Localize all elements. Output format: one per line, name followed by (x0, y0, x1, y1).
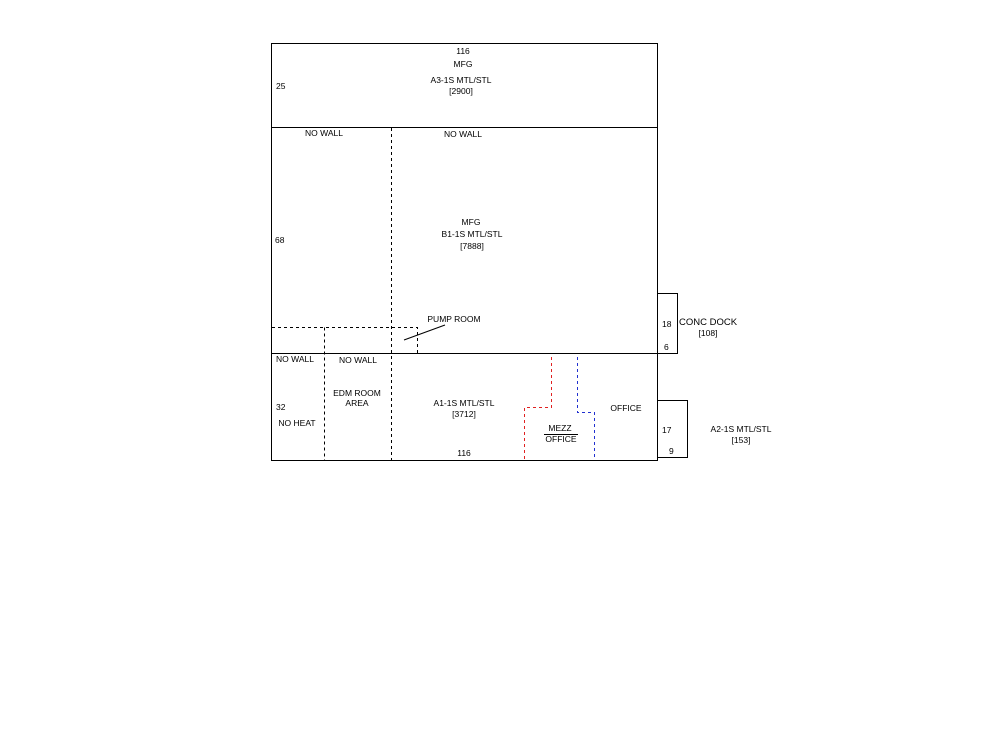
a3-height-label: 25 (276, 81, 286, 91)
a2-width-label: 9 (669, 446, 674, 456)
a3-area-label: [2900] (449, 86, 473, 96)
mezz-boundary-red (524, 357, 552, 460)
a1-no-wall-left: NO WALL (276, 354, 314, 364)
a1-no-wall-edm: NO WALL (339, 355, 377, 365)
a3-width-label: 116 (456, 46, 470, 56)
a1-area-label: [3712] (452, 409, 476, 419)
dock-area-label: [108] (699, 328, 718, 338)
a1-height-label: 32 (276, 402, 286, 412)
pump-room-leader (403, 324, 446, 341)
no-heat-label: NO HEAT (278, 418, 315, 428)
b1-no-wall-left: NO WALL (305, 128, 343, 138)
a2-name-label: A2-1S MTL/STL (711, 424, 772, 434)
a3-use-label: MFG (454, 59, 473, 69)
dock-width-label: 6 (664, 342, 669, 352)
dock-name-label: CONC DOCK (679, 317, 738, 328)
pump-room-label: PUMP ROOM (427, 314, 480, 324)
pump-room-outline (272, 327, 418, 353)
b1-use-label: MFG (462, 217, 481, 227)
a1-name-label: A1-1S MTL/STL (434, 398, 495, 408)
b1-area-label: [7888] (460, 241, 484, 251)
conc-dock-outline (657, 293, 678, 354)
edm-room-label-line2: AREA (345, 398, 368, 408)
a3-name-label: A3-1S MTL/STL (431, 75, 492, 85)
a2-height-label: 17 (662, 425, 672, 435)
a1-width-label: 116 (457, 448, 471, 458)
section-a2-outline (657, 400, 688, 458)
b1-height-label: 68 (275, 235, 285, 245)
office-label: OFFICE (610, 403, 641, 413)
b1-no-wall-center: NO WALL (444, 129, 482, 139)
mezz-office-label: OFFICE (545, 434, 576, 444)
mezz-boundary-blue (577, 357, 595, 460)
b1-name-label: B1-1S MTL/STL (442, 229, 503, 239)
a2-area-label: [153] (732, 435, 751, 445)
mezz-label: MEZZ (548, 423, 571, 433)
edm-room-label-line1: EDM ROOM (333, 388, 381, 398)
dock-height-label: 18 (662, 319, 672, 329)
